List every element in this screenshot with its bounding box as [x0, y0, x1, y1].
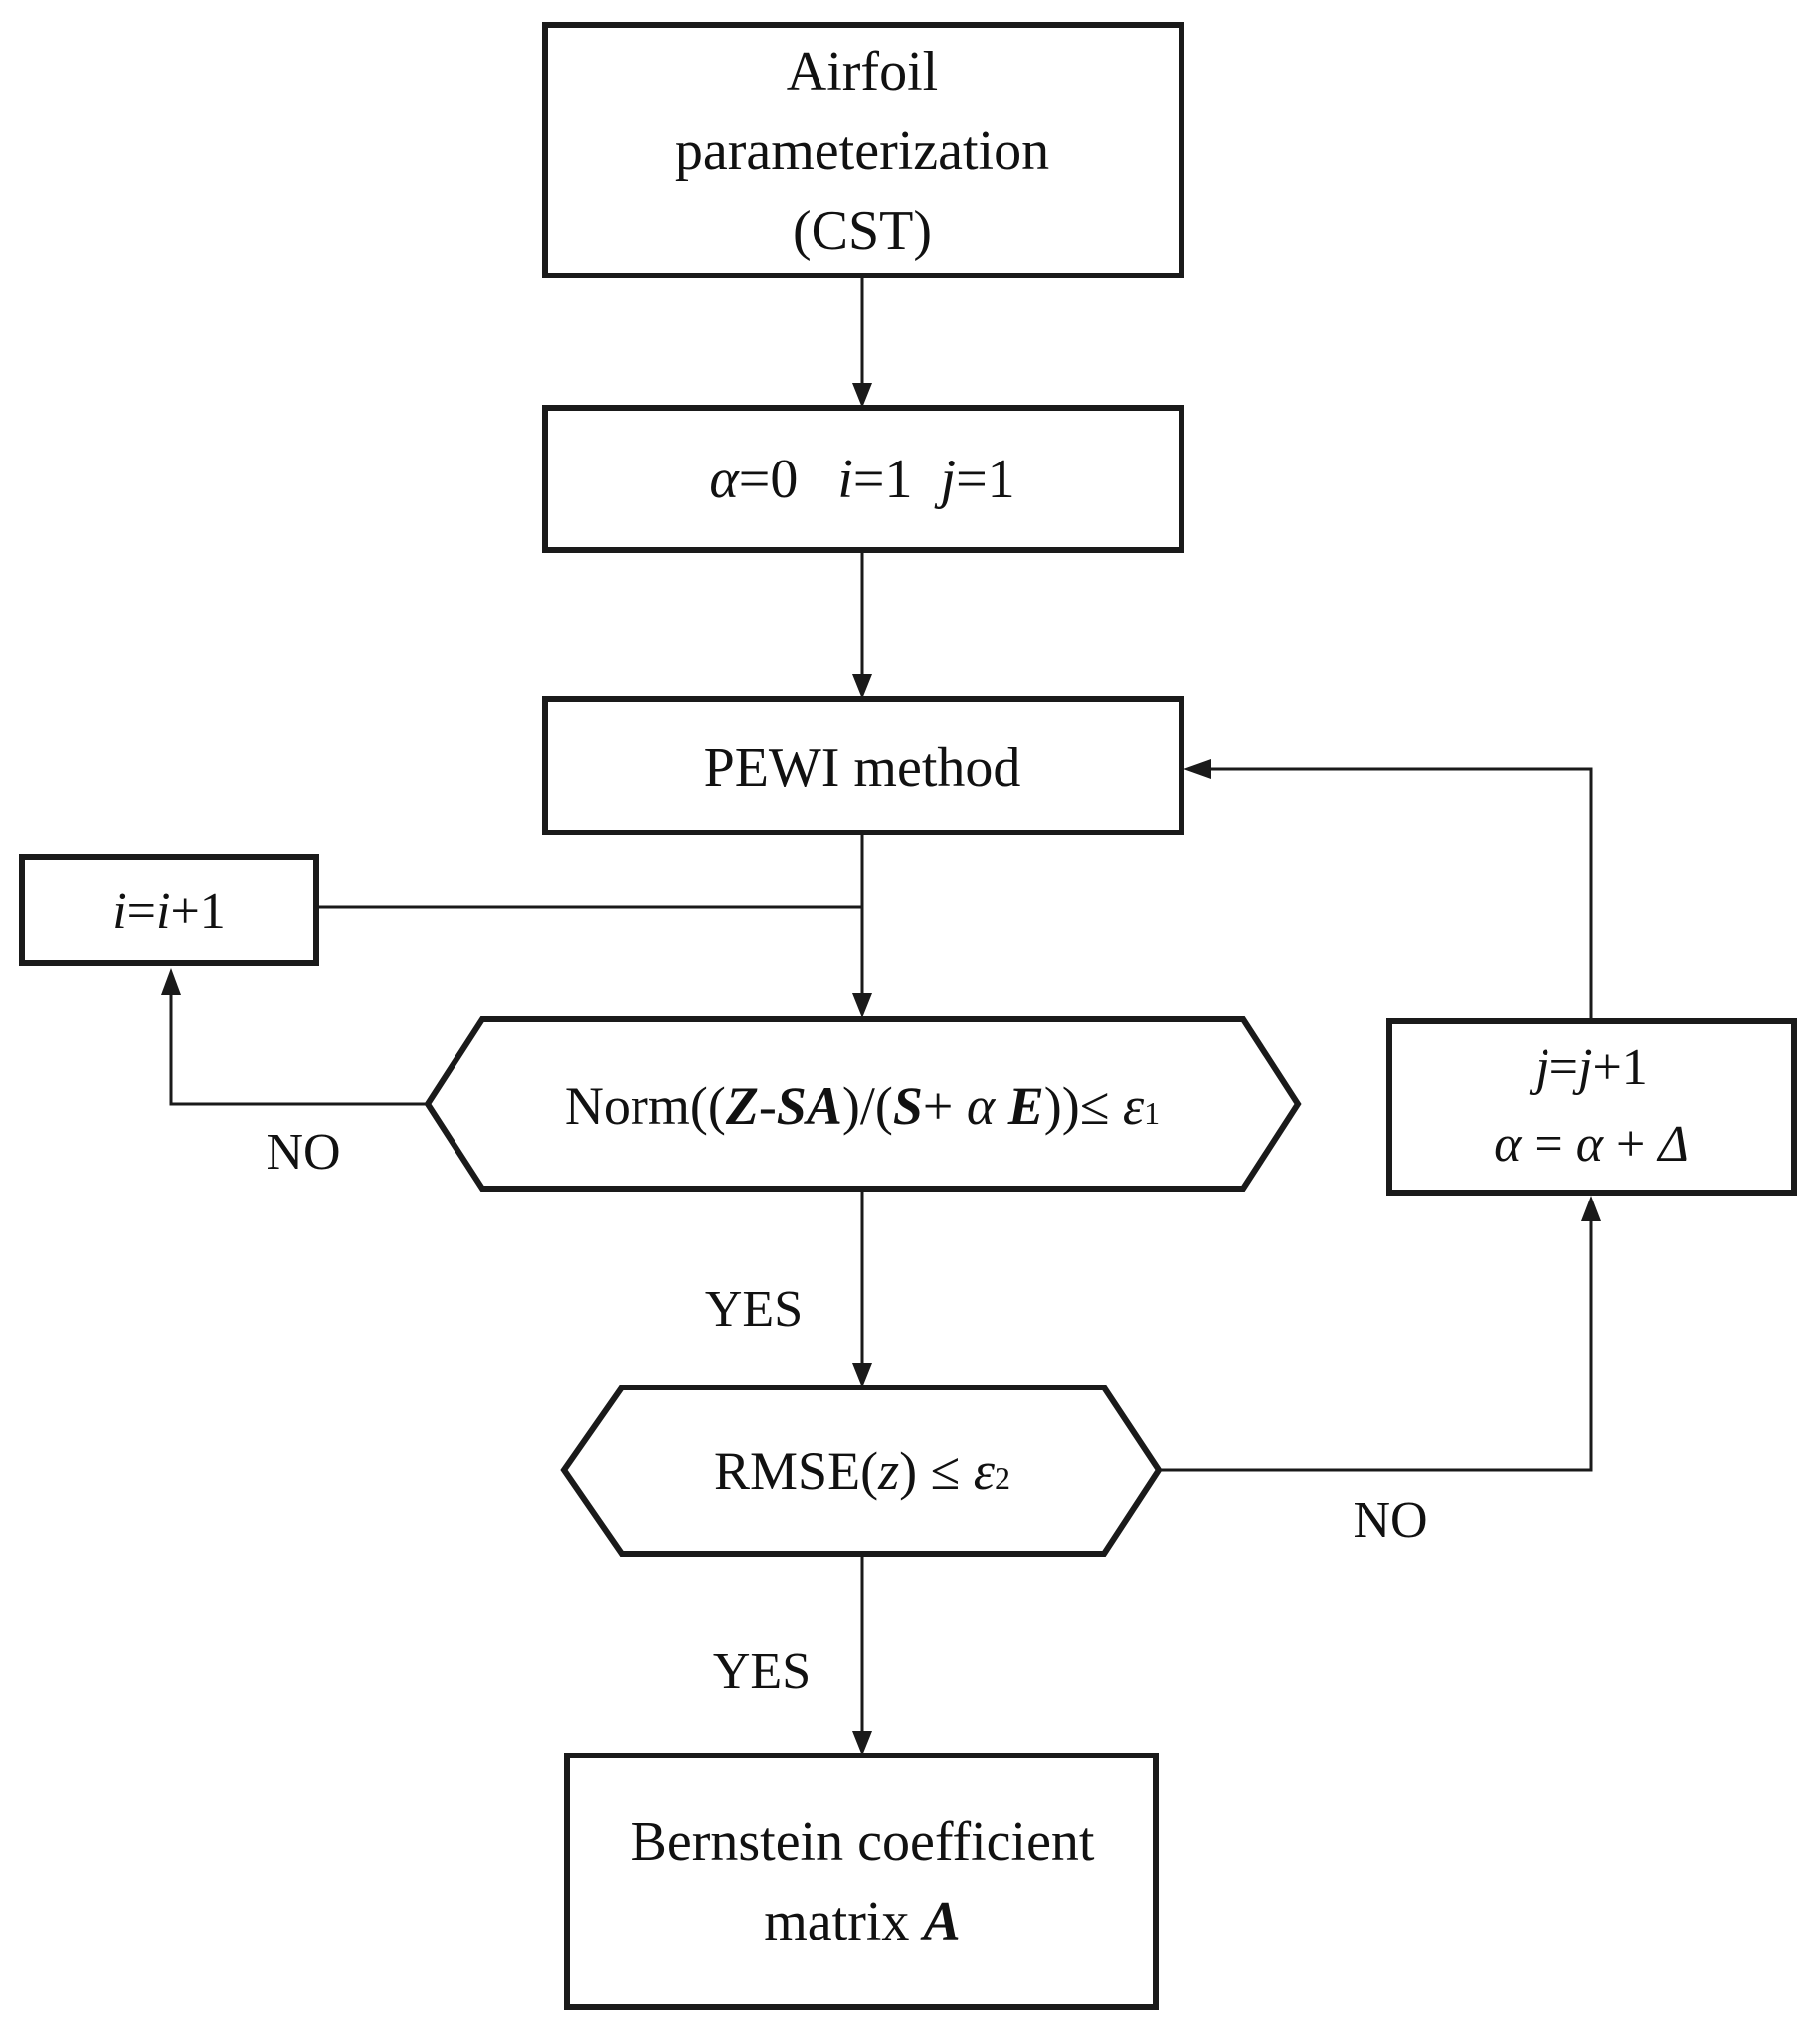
init-alpha-eq: =0 [739, 449, 799, 510]
init-j-eq: =1 [956, 449, 1015, 510]
edge-norm-no [169, 995, 428, 1106]
rmse-close: ) ≤ [899, 1441, 974, 1501]
inc-j-line-2: α = α + Δ [1494, 1116, 1689, 1173]
norm-Z: Z [725, 1076, 759, 1136]
norm-dash: - [759, 1076, 777, 1136]
result-line-1: Bernstein coefficient [630, 1811, 1094, 1873]
norm-close: ))≤ [1044, 1076, 1123, 1136]
init-i-eq: =1 [853, 449, 913, 510]
result-matrix-word: matrix [764, 1891, 923, 1952]
inc-i-rest: +1 [170, 883, 225, 940]
norm-SA: SA [777, 1076, 842, 1136]
arrowhead-init [852, 383, 872, 408]
arrowhead-pewi-loop [1183, 759, 1211, 779]
node-increment-j: j=j+1 α = α + Δ [1386, 1018, 1797, 1196]
rmse-epsilon-sub: 2 [995, 1460, 1010, 1496]
norm-plus: + [923, 1076, 967, 1136]
result-line-2: matrix A [764, 1891, 961, 1952]
arrowhead-rmse [852, 1363, 872, 1387]
inc-i-eq: = [127, 883, 156, 940]
edge-labels: NO YES NO YES [266, 1124, 1427, 1700]
edges [161, 276, 1601, 1755]
norm-alpha: α [967, 1076, 997, 1136]
inc-alpha-delta: Δ [1656, 1116, 1689, 1173]
node-increment-i: i=i+1 [19, 854, 319, 966]
inc-alpha-plus: + [1603, 1116, 1658, 1173]
label-norm-yes: YES [705, 1281, 803, 1338]
arrowhead-norm [852, 993, 872, 1017]
inc-j-var1: j [1529, 1039, 1548, 1096]
node-rmse-check: RMSE(z) ≤ ε2 [560, 1385, 1163, 1557]
param-line-1: Airfoil [787, 41, 938, 102]
arrowhead-pewi [852, 674, 872, 699]
inc-alpha-eq: = [1521, 1116, 1575, 1173]
node-airfoil-parameterization: Airfoil parameterization (CST) [542, 22, 1184, 278]
rmse-z: z [877, 1441, 899, 1501]
init-j: j [935, 449, 957, 510]
param-line-3: (CST) [793, 200, 932, 262]
arrowhead-inc-i [161, 968, 181, 995]
label-norm-no: NO [266, 1124, 340, 1181]
init-alpha: α [709, 449, 740, 510]
norm-epsilon: ε [1123, 1076, 1145, 1136]
rmse-prefix: RMSE( [714, 1441, 878, 1501]
init-i: i [837, 449, 853, 510]
param-line-2: parameterization [675, 120, 1049, 182]
edge-rmse-no [1159, 1221, 1593, 1472]
norm-mid: )/( [842, 1076, 893, 1136]
norm-epsilon-sub: 1 [1144, 1095, 1160, 1131]
label-rmse-yes: YES [713, 1643, 811, 1700]
inc-i-var1: i [112, 883, 126, 940]
arrowhead-result [852, 1731, 872, 1755]
inc-alpha-var2: α [1576, 1116, 1605, 1173]
label-rmse-no: NO [1353, 1492, 1427, 1549]
node-result: Bernstein coefficient matrix A [564, 1753, 1159, 2010]
norm-label: Norm((Z-SA)/(S+ α E))≤ ε1 [565, 1076, 1160, 1136]
arrowhead-inc-j [1581, 1196, 1601, 1221]
inc-i-label: i=i+1 [112, 883, 226, 940]
norm-space [995, 1076, 1008, 1136]
inc-j-rest: +1 [1592, 1039, 1647, 1096]
norm-S: S [893, 1076, 923, 1136]
rmse-label: RMSE(z) ≤ ε2 [714, 1441, 1010, 1501]
rmse-epsilon: ε [974, 1441, 996, 1501]
pewi-label: PEWI method [704, 737, 1021, 799]
node-norm-check: Norm((Z-SA)/(S+ α E))≤ ε1 [424, 1016, 1302, 1192]
inc-j-line-1: j=j+1 [1529, 1039, 1648, 1096]
inc-j-eq: = [1549, 1039, 1578, 1096]
norm-prefix: Norm(( [565, 1076, 726, 1136]
inc-alpha-var1: α [1494, 1116, 1523, 1173]
node-pewi-method: PEWI method [542, 696, 1184, 835]
inc-i-var2: i [156, 883, 170, 940]
inc-j-var2: j [1572, 1039, 1592, 1096]
norm-E: E [1007, 1076, 1044, 1136]
result-A: A [920, 1891, 960, 1952]
edge-inc-j-to-pewi [1211, 767, 1593, 1019]
